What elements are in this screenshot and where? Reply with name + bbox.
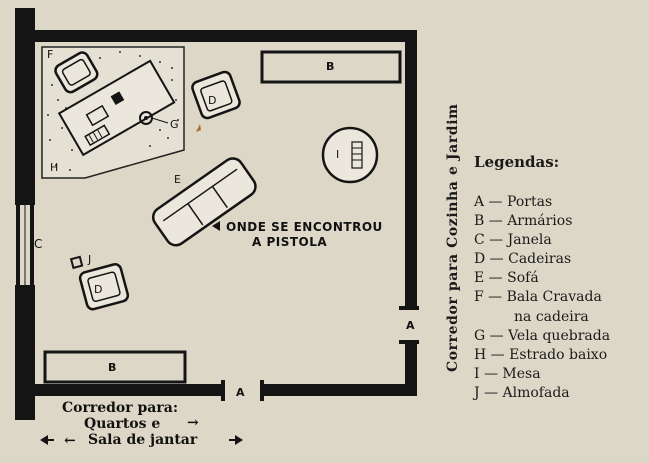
stain-mark: [196, 124, 201, 132]
corridor-arrows: [40, 435, 243, 445]
legend-item-h: H — Estrado baixo: [474, 346, 608, 363]
legend-item-g: G — Vela quebrada: [474, 327, 611, 344]
legend-list: A — Portas B — Armários C — Janela D — C…: [474, 193, 610, 403]
door-right-label: A: [406, 319, 415, 332]
legend-item-e: E — Sofá: [474, 270, 539, 287]
corridor-bottom-line1: Corredor para:: [62, 400, 178, 416]
chair-bottom: [78, 263, 130, 311]
legend-item-c: C — Janela: [474, 232, 552, 249]
wardrobe-top: [260, 50, 402, 84]
chair-f: [54, 51, 99, 94]
corridor-right-label: Corredor para Cozinha e Jardim: [445, 103, 461, 372]
pistol-note-line1: ONDE SE ENCONTROU: [226, 220, 383, 234]
chair-top-label: D: [208, 94, 217, 107]
platform-label: H: [50, 161, 59, 174]
table-label: I: [336, 148, 340, 161]
bottom-wall-left: [15, 384, 223, 396]
round-table: [321, 126, 379, 184]
top-wall: [15, 30, 417, 42]
legend-item-i: I — Mesa: [474, 365, 541, 382]
platform-table: [57, 59, 176, 157]
walls: [15, 8, 417, 420]
wardrobe-bottom-label: B: [108, 361, 117, 374]
platform-texture: [47, 51, 179, 171]
legend-item-d: D — Cadeiras: [474, 251, 572, 268]
bottom-wall-right: [262, 384, 417, 396]
window: [15, 205, 35, 285]
corridor-arrow-left: ←: [64, 433, 76, 449]
right-wall-upper: [405, 30, 417, 308]
door-jambs: [221, 306, 419, 401]
pistol-note-line2: A PISTOLA: [252, 235, 328, 249]
chair-bottom-label: D: [94, 283, 103, 296]
legend-item-j: J — Almofada: [474, 384, 570, 401]
sofa: [151, 157, 257, 247]
legend-item-b: B — Armários: [474, 213, 573, 230]
legend-item-a: A — Portas: [474, 194, 553, 210]
legend-title: Legendas:: [474, 153, 560, 171]
corridor-bottom-line2: Quartos e: [84, 416, 161, 432]
cushion-label: J: [88, 253, 92, 266]
door-bottom-label: A: [236, 386, 245, 399]
wardrobe-bottom: [43, 350, 187, 384]
arrow-right-icon: [235, 435, 243, 445]
corridor-arrow-right: →: [187, 415, 199, 431]
window-label: C: [34, 237, 43, 251]
legend-item-f: F — Bala Cravada: [474, 289, 602, 306]
chair-top: [191, 70, 241, 120]
wardrobe-top-label: B: [326, 60, 335, 73]
pistol-arrow-icon: [212, 221, 220, 231]
arrow-left-icon: [40, 435, 48, 445]
legend-item-f-continued: na cadeira: [514, 308, 589, 325]
candle-label: G: [170, 118, 179, 131]
chair-f-label: F: [47, 48, 54, 61]
right-wall-lower: [405, 342, 417, 396]
candle: [139, 111, 169, 125]
corridor-bottom-line3: Sala de jantar: [88, 432, 198, 448]
cushion: [69, 255, 84, 270]
sofa-label: E: [174, 173, 181, 186]
